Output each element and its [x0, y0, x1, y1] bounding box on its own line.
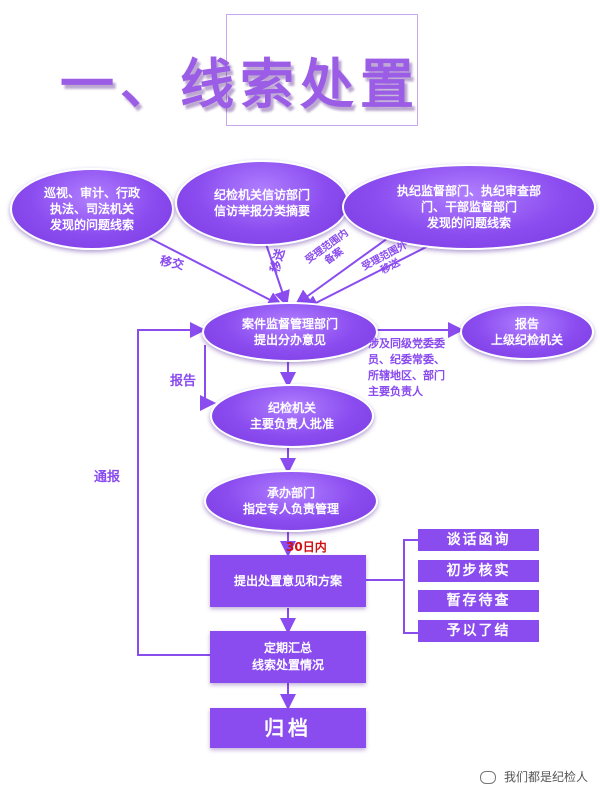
edge-right-inside-to-case: [294, 237, 389, 306]
archive-text: 归档: [264, 715, 312, 740]
handling-dept-node: 承办部门 指定专人负责管理: [204, 470, 378, 532]
source-middle: 纪检机关信访部门 信访举报分类摘要: [175, 160, 349, 246]
edge-right-outside-to-case: [302, 239, 441, 310]
involving-note: 涉及同级党委委 员、纪委常委、 所辖地区、部门 主要负责人: [368, 337, 445, 398]
watermark: 我们都是纪检人: [480, 768, 588, 785]
handling-dept-text: 承办部门 指定专人负责管理: [242, 486, 339, 516]
approval-node: 纪检机关 主要负责人批准: [210, 384, 374, 448]
case-management-text: 案件监督管理部门 提出分办意见: [241, 317, 338, 347]
source-right-text: 执纪监督部门、执纪审查部 门、干部监督部门 发现的问题线索: [396, 184, 541, 230]
label-deadline: 30日内: [286, 540, 327, 554]
option-close: 予以了结: [418, 620, 539, 642]
label-report-left: 报告: [170, 374, 197, 389]
source-left-text: 巡视、审计、行政 执法、司法机关 发现的问题线索: [43, 186, 140, 232]
edge-left-to-case: [129, 227, 284, 307]
option-preliminary-check: 初步核实: [418, 560, 539, 582]
proposal-node: 提出处置意见和方案: [210, 555, 366, 607]
title-frame: [226, 14, 418, 126]
report-upper-node: 报告 上级纪检机关: [460, 304, 594, 360]
source-middle-text: 纪检机关信访部门 信访举报分类摘要: [213, 188, 310, 218]
summary-node: 定期汇总 线索处置情况: [210, 631, 366, 683]
archive-node: 归档: [210, 708, 366, 748]
edge-report-loop: [200, 345, 216, 411]
approval-text: 纪检机关 主要负责人批准: [249, 401, 334, 431]
source-left: 巡视、审计、行政 执法、司法机关 发现的问题线索: [10, 168, 174, 250]
watermark-text: 我们都是纪检人: [503, 770, 588, 784]
page-title: 一、线索处置: [60, 53, 420, 116]
label-notify: 通报: [94, 470, 121, 485]
chat-icon: [480, 771, 497, 784]
case-management-node: 案件监督管理部门 提出分办意见: [202, 302, 378, 362]
option-inquiry: 谈话函询: [418, 529, 539, 551]
edge-notify-loop: [137, 322, 210, 656]
summary-text: 定期汇总 线索处置情况: [251, 641, 324, 672]
proposal-text: 提出处置意见和方案: [233, 573, 342, 588]
options-brace: [403, 539, 418, 634]
option-suspend: 暂存待查: [418, 590, 539, 612]
report-upper-text: 报告 上级纪检机关: [490, 317, 563, 347]
source-right: 执纪监督部门、执纪审查部 门、干部监督部门 发现的问题线索: [342, 164, 596, 250]
